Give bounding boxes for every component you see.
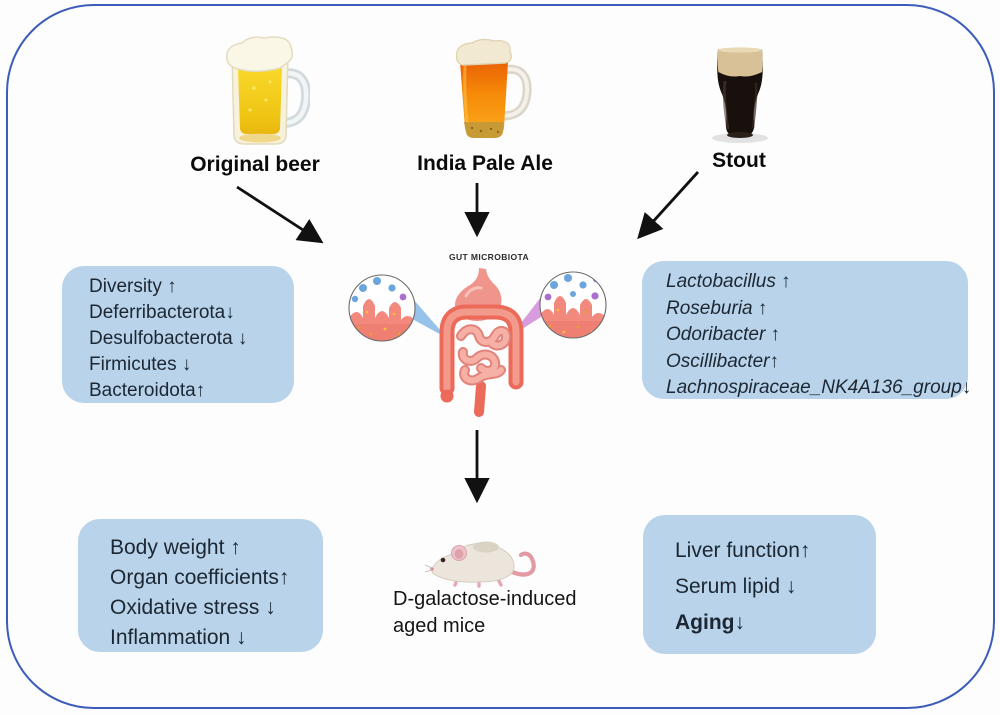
mouse-tail (505, 551, 536, 577)
effect-line: Diversity ↑ (89, 276, 177, 297)
effect-line: Deferribacterota↓ (89, 302, 235, 323)
effect-line: Oscillibacter↑ (666, 350, 779, 372)
effect-line: Odoribacter ↑ (666, 324, 781, 345)
host-physiology-right-box: Liver function↑ Serum lipid ↓ Aging↓ (643, 515, 876, 654)
mouse-caption: D-galactose-induced aged mice (393, 586, 576, 640)
effect-line: Serum lipid ↓ (675, 575, 797, 598)
ipa-beer-label: India Pale Ale (417, 152, 553, 175)
mouse-eye (440, 557, 446, 563)
effect-line: Firmicutes ↓ (89, 354, 192, 375)
original-beer-mug-icon (226, 36, 310, 145)
mouse-caption-line2: aged mice (393, 615, 486, 637)
left-beam (414, 300, 447, 338)
effect-line: Oxidative stress ↓ (110, 596, 276, 619)
stout-microbiota-box: Lactobacillus ↑ Roseburia ↑ Odoribacter … (642, 261, 972, 399)
effect-line: Liver function↑ (675, 539, 811, 562)
effect-line: Bacteroidota↑ (89, 380, 206, 401)
stout-label: Stout (712, 149, 766, 172)
figure-border (6, 4, 995, 709)
left-villi-circle (349, 275, 415, 341)
host-physiology-left-box: Body weight ↑ Organ coefficients↑ Oxidat… (78, 519, 323, 652)
effect-line: Aging↓ (675, 611, 745, 634)
ipa-beer-mug-icon (455, 38, 532, 138)
effect-line: Organ coefficients↑ (110, 566, 290, 589)
original-beer-label: Original beer (190, 153, 320, 176)
effect-line: Inflammation ↓ (110, 626, 247, 649)
mouse-back-patch (473, 541, 499, 553)
gut-microbiota-illustration (348, 268, 607, 417)
rectum (474, 381, 486, 417)
effect-line: Lactobacillus ↑ (666, 271, 791, 292)
effect-line: Lachnospiraceae_NK4A136_group↓ (666, 377, 972, 398)
effect-line: Roseburia ↑ (666, 297, 768, 319)
effect-line: Desulfobacterota ↓ (89, 328, 248, 349)
mouse-body (431, 542, 515, 583)
small-intestine (456, 324, 512, 386)
original-beer-microbiota-box: Diversity ↑ Deferribacterota↓ Desulfobac… (62, 266, 294, 403)
effect-line: Body weight ↑ (110, 536, 241, 559)
stout-glass-icon (712, 47, 768, 143)
mouse-caption-line1: D-galactose-induced (393, 588, 577, 610)
lab-mouse-icon (424, 541, 536, 588)
gut-microbiota-label: GUT MICROBIOTA (448, 252, 530, 262)
